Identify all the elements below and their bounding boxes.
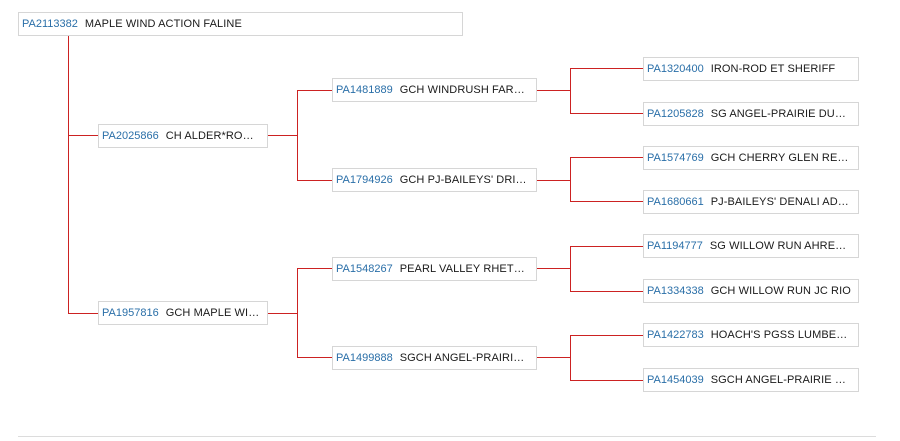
animal-name: HOACH'S PGSS LUMBERJ... [710,329,852,341]
registration-link[interactable]: PA1680661 [647,196,704,208]
connector-line [570,335,571,381]
animal-name: PJ-BAILEYS' DENALI ADMI... [710,196,852,208]
connector-line [570,335,644,336]
connector-line [570,380,644,381]
pedigree-node-dam: PA1957816 GCH MAPLE WIN... [98,301,268,325]
animal-name: GCH PJ-BAILEYS' DRIVE... [399,174,530,186]
registration-link[interactable]: PA1499888 [336,352,393,364]
animal-name: SG ANGEL-PRAIRIE DUTC... [710,108,852,120]
connector-line [297,90,332,91]
connector-line [570,157,644,158]
registration-link[interactable]: PA1334338 [647,285,704,297]
connector-line [536,268,571,269]
animal-name: GCH CHERRY GLEN REAL... [710,152,852,164]
connector-line [536,90,571,91]
animal-name: SGCH ANGEL-PRAIRIE J... [399,352,530,364]
registration-link[interactable]: PA1320400 [647,63,704,75]
registration-link[interactable]: PA1481889 [336,84,393,96]
connector-line [68,313,99,314]
registration-link[interactable]: PA1574769 [647,152,704,164]
pedigree-node-subject: PA2113382 MAPLE WIND ACTION FALINE [18,12,463,36]
pedigree-node-ggp-4: PA1680661 PJ-BAILEYS' DENALI ADMI... [643,190,859,214]
connector-line [297,357,332,358]
animal-name: SGCH ANGEL-PRAIRIE PH... [710,374,852,386]
registration-link[interactable]: PA1194777 [647,240,703,252]
animal-name: GCH WINDRUSH FARM... [399,84,530,96]
pedigree-node-sire-sire: PA1481889 GCH WINDRUSH FARM... [332,78,537,102]
connector-line [536,357,571,358]
registration-link[interactable]: PA1454039 [647,374,704,386]
animal-name: SG WILLOW RUN AHREN ... [709,240,852,252]
connector-line [297,180,332,181]
connector-line [68,135,99,136]
registration-link[interactable]: PA1957816 [102,307,159,319]
pedigree-node-ggp-5: PA1194777 SG WILLOW RUN AHREN ... [643,234,859,258]
pedigree-node-sire-dam: PA1794926 GCH PJ-BAILEYS' DRIVE... [332,168,537,192]
registration-link[interactable]: PA1422783 [647,329,704,341]
pedigree-node-dam-sire: PA1548267 PEARL VALLEY RHETT R... [332,257,537,281]
connector-line [570,201,644,202]
registration-link[interactable]: PA2113382 [22,18,78,30]
animal-name: CH ALDER*ROSE... [165,130,261,142]
registration-link[interactable]: PA1548267 [336,263,393,275]
connector-line [570,68,644,69]
pedigree-node-ggp-6: PA1334338 GCH WILLOW RUN JC RIO [643,279,859,303]
connector-line [297,268,332,269]
connector-line [268,313,298,314]
registration-link[interactable]: PA1205828 [647,108,704,120]
registration-link[interactable]: PA2025866 [102,130,159,142]
pedigree-node-ggp-1: PA1320400 IRON-ROD ET SHERIFF [643,57,859,81]
animal-name: GCH WILLOW RUN JC RIO [710,285,851,297]
footer-divider [18,436,876,437]
registration-link[interactable]: PA1794926 [336,174,393,186]
connector-line [570,246,571,292]
connector-line [570,246,644,247]
pedigree-node-dam-dam: PA1499888 SGCH ANGEL-PRAIRIE J... [332,346,537,370]
pedigree-node-ggp-7: PA1422783 HOACH'S PGSS LUMBERJ... [643,323,859,347]
connector-line [297,268,298,358]
pedigree-node-ggp-3: PA1574769 GCH CHERRY GLEN REAL... [643,146,859,170]
connector-line [68,36,69,314]
pedigree-node-sire: PA2025866 CH ALDER*ROSE... [98,124,268,148]
connector-line [570,157,571,202]
connector-line [570,113,644,114]
connector-line [536,180,571,181]
animal-name: GCH MAPLE WIN... [165,307,261,319]
animal-name: MAPLE WIND ACTION FALINE [84,18,242,30]
animal-name: IRON-ROD ET SHERIFF [710,63,836,75]
connector-line [570,291,644,292]
connector-line [297,90,298,181]
connector-line [570,68,571,114]
connector-line [268,135,298,136]
pedigree-node-ggp-2: PA1205828 SG ANGEL-PRAIRIE DUTC... [643,102,859,126]
animal-name: PEARL VALLEY RHETT R... [399,263,530,275]
pedigree-node-ggp-8: PA1454039 SGCH ANGEL-PRAIRIE PH... [643,368,859,392]
